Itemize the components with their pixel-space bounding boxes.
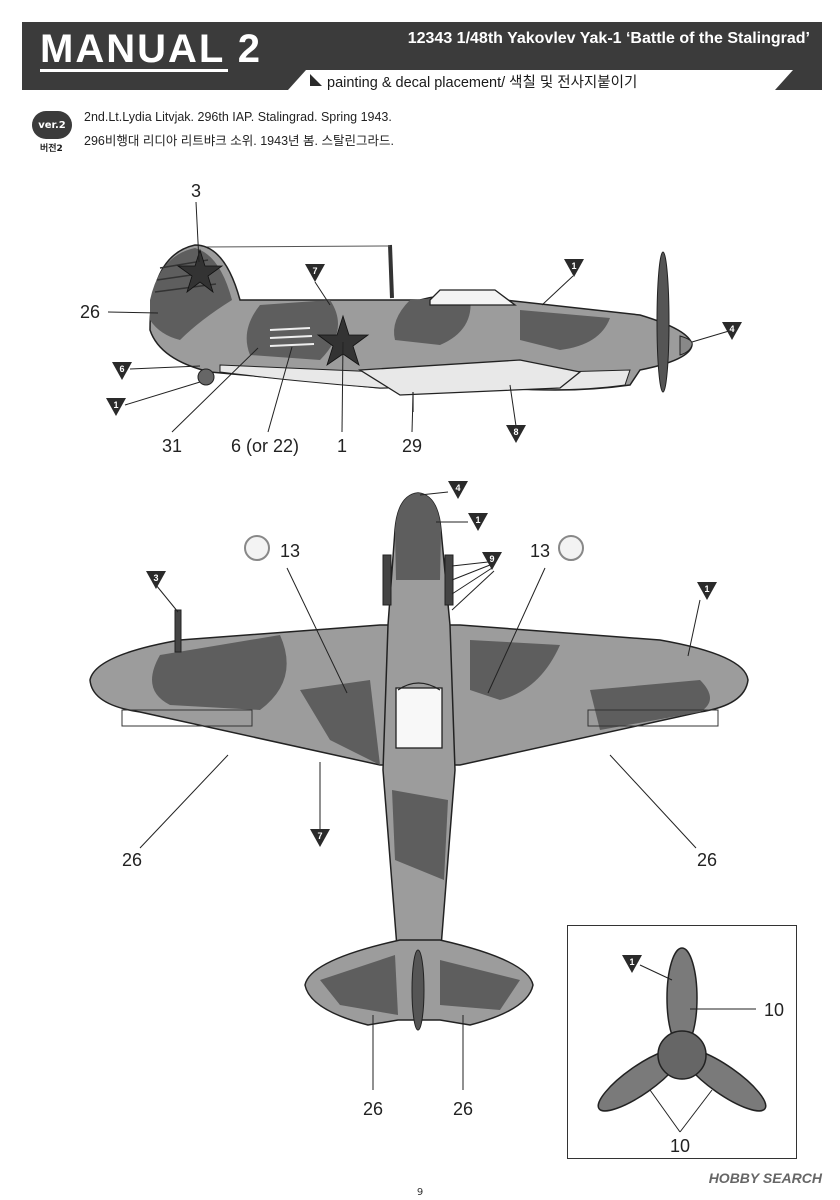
subheader-text: painting & decal placement/ 색칠 및 전사지붙이기 (327, 75, 638, 91)
top-paint-9: 9 (482, 552, 502, 570)
side-view-aircraft (149, 244, 693, 412)
top-callout-decal-26-right-wing: 26 (697, 850, 717, 870)
svg-text:8: 8 (513, 427, 518, 437)
svg-text:9: 9 (489, 554, 494, 564)
top-view-decal-callouts: 13 13 26 26 26 26 (122, 541, 717, 1119)
side-paint-4: 4 (722, 322, 742, 340)
top-paint-4: 4 (448, 481, 468, 499)
side-callout-decal-29: 29 (402, 436, 422, 456)
side-paint-6: 6 (112, 362, 132, 380)
top-callout-decal-13-right: 13 (530, 541, 550, 561)
svg-text:7: 7 (312, 266, 317, 276)
svg-text:1: 1 (629, 957, 634, 967)
svg-text:1: 1 (475, 515, 480, 525)
side-callout-decal-1: 1 (337, 436, 347, 456)
top-callout-decal-13-left: 13 (280, 541, 300, 561)
top-paint-7: 7 (310, 829, 330, 847)
subheader-arrow-icon (310, 74, 322, 86)
side-paint-7: 7 (305, 264, 325, 282)
svg-text:4: 4 (455, 483, 460, 493)
page-number: 9 (416, 1187, 424, 1198)
top-paint-1-wing: 1 (697, 582, 717, 600)
top-view-leaders (139, 491, 701, 1090)
top-wing-ribs (121, 709, 719, 727)
watermark: HOBBY SEARCH (708, 1170, 822, 1186)
subheader-band (288, 70, 793, 90)
propeller-inset: 1 10 10 (597, 947, 784, 1156)
side-callout-decal-31: 31 (162, 436, 182, 456)
side-view-decal-callouts: 3 26 31 6 (or 22) 1 29 (80, 181, 422, 456)
svg-text:1: 1 (571, 261, 576, 271)
version-korean-label: 버전2 (40, 144, 63, 154)
description-english: 2nd.Lt.Lydia Litvjak. 296th IAP. Staling… (84, 110, 392, 124)
side-paint-8: 8 (506, 425, 526, 443)
side-paint-1-nose: 1 (564, 259, 584, 277)
top-view-paint-callouts: 4 1 9 3 1 7 (146, 481, 717, 847)
top-callout-decal-26-right-tail: 26 (453, 1099, 473, 1119)
svg-text:1: 1 (704, 584, 709, 594)
propeller-inset-frame (567, 925, 797, 1159)
svg-text:7: 7 (317, 831, 322, 841)
top-paint-1-cowl: 1 (468, 513, 488, 531)
inset-callout-decal-10-bottom: 10 (670, 1136, 690, 1156)
top-callout-decal-26-left-tail: 26 (363, 1099, 383, 1119)
svg-text:6: 6 (119, 364, 124, 374)
side-callout-decal-3: 3 (191, 181, 201, 201)
manual-title: MANUAL 2 (40, 27, 262, 71)
svg-text:1: 1 (113, 400, 118, 410)
side-callout-decal-26: 26 (80, 302, 100, 322)
svg-text:4: 4 (729, 324, 734, 334)
inset-callout-decal-10-right: 10 (764, 1000, 784, 1020)
side-view-leaders (107, 201, 730, 433)
side-paint-1-wheel: 1 (106, 398, 126, 416)
svg-text:3: 3 (153, 573, 158, 583)
top-callout-decal-26-left-wing: 26 (122, 850, 142, 870)
top-view-aircraft (89, 492, 749, 1031)
side-view-paint-callouts: 7 1 4 6 1 8 (106, 259, 742, 443)
description-korean: 296비행대 리디아 리트뱌크 소위. 1943년 봄. 스탈린그라드. (84, 134, 394, 148)
top-paint-3: 3 (146, 571, 166, 589)
side-callout-decal-6-or-22: 6 (or 22) (231, 436, 299, 456)
inset-paint-1: 1 (622, 955, 642, 973)
title-underline (40, 69, 228, 72)
kit-title: 12343 1/48th Yakovlev Yak-1 ‘Battle of t… (407, 30, 810, 47)
version-badge: ver.2 (32, 111, 72, 139)
